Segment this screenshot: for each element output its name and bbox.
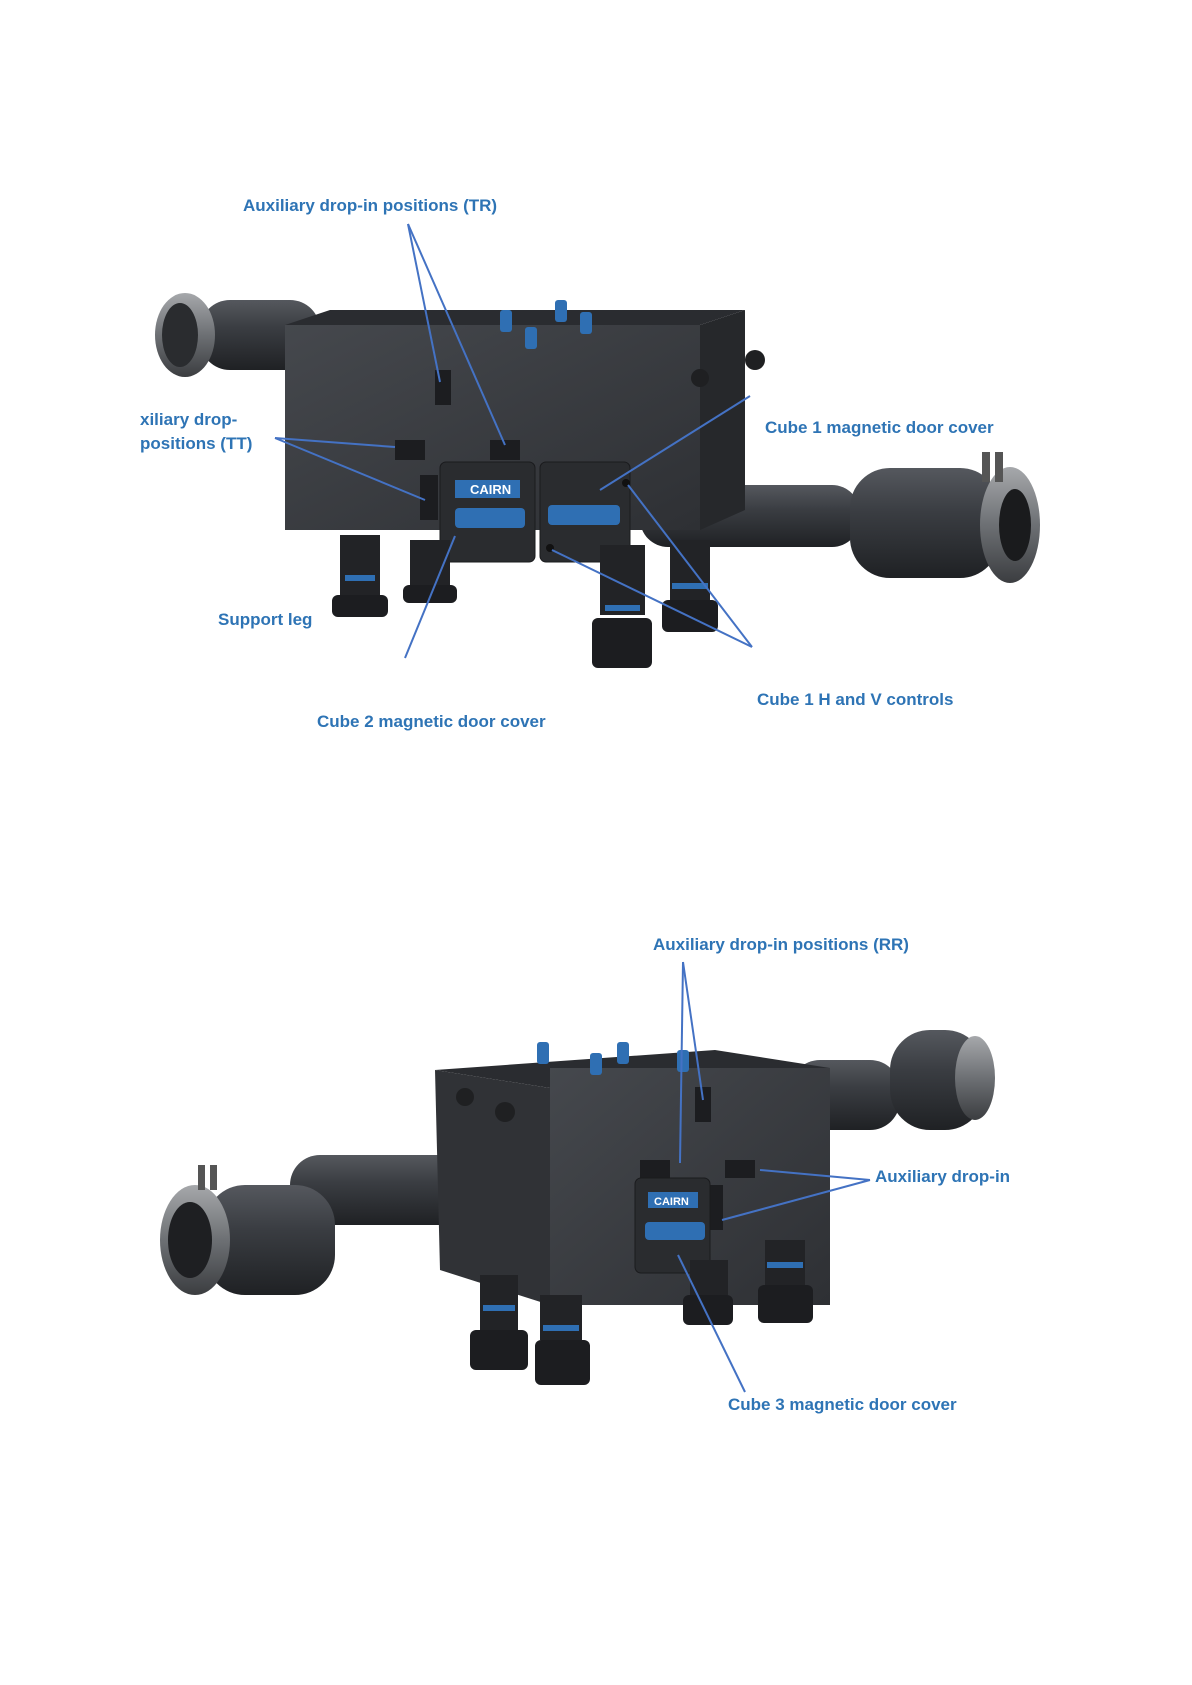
label-aux-rr: Auxiliary drop-in positions (RR) [653,935,909,955]
label-cube1-door: Cube 1 magnetic door cover [765,418,994,438]
device-illustration-1: CAIRN [0,200,1192,760]
cube3-brand-label: CAIRN [654,1196,689,1208]
label-aux-drop-in: Auxiliary drop-in [875,1167,1010,1187]
figure-1: CAIRN [0,200,1192,760]
label-cube1-controls: Cube 1 H and V controls [757,690,953,710]
device-illustration-2: CAIRN [0,920,1192,1420]
label-aux-tr: Auxiliary drop-in positions (TR) [243,196,497,216]
label-aux-tt: xiliary drop- positions (TT) [140,410,280,454]
label-cube3-door: Cube 3 magnetic door cover [728,1395,957,1415]
cube2-brand-label: CAIRN [470,482,511,497]
label-cube2-door: Cube 2 magnetic door cover [317,712,546,732]
cube3-door: CAIRN [635,1178,710,1273]
label-support-leg: Support leg [218,610,312,630]
figure-2: CAIRN Auxiliary drop-in positions (RR) [0,920,1192,1420]
label-aux-tt-line1: xiliary drop- [140,410,280,430]
cube2-door: CAIRN [440,462,535,562]
label-aux-tt-line2: positions (TT) [140,434,280,454]
